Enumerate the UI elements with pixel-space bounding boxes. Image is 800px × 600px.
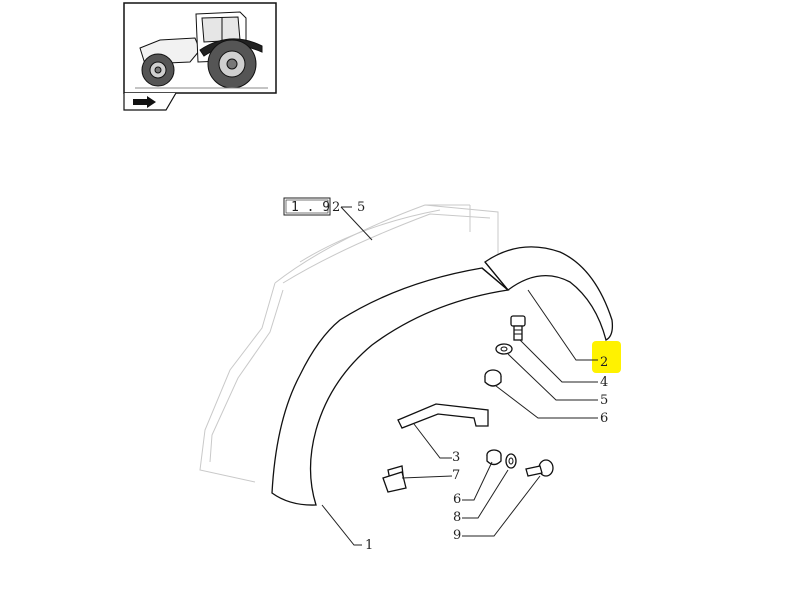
fender-background-outline — [199, 204, 499, 483]
callout-2-highlight — [592, 341, 621, 373]
arrow-flag-icon[interactable] — [133, 96, 156, 108]
callout-3[interactable]: 3 — [452, 450, 460, 465]
callout-labels: 2 4 5 6 3 7 6 8 9 1 — [365, 355, 608, 553]
spacer-6-upper[interactable] — [484, 369, 502, 387]
callout-9[interactable]: 9 — [453, 528, 461, 543]
washer-8[interactable] — [505, 453, 517, 469]
bolt-9[interactable] — [525, 459, 554, 477]
callout-4[interactable]: 4 — [600, 375, 608, 390]
bolt-4[interactable] — [510, 315, 526, 341]
thumbnail-panel[interactable] — [123, 2, 277, 111]
leader-lines — [321, 289, 598, 546]
callout-8[interactable]: 8 — [453, 510, 461, 525]
reference-suffix-5: 5 — [357, 200, 365, 215]
callout-7[interactable]: 7 — [452, 468, 460, 483]
tractor-icon — [135, 11, 268, 89]
fender-extension-part-2[interactable] — [484, 246, 614, 341]
reference-text: 1 . 9 — [291, 200, 330, 215]
callout-6-lower[interactable]: 6 — [453, 492, 461, 507]
spacer-6-lower[interactable] — [486, 449, 502, 466]
bracket-3[interactable] — [397, 403, 489, 429]
callout-2[interactable]: 2 — [600, 355, 608, 370]
callout-1[interactable]: 1 — [365, 538, 373, 553]
clip-7[interactable] — [382, 465, 407, 493]
callout-5[interactable]: 5 — [600, 393, 608, 408]
washer-5[interactable] — [495, 343, 513, 355]
callout-6-upper[interactable]: 6 — [600, 411, 608, 426]
reference-box[interactable]: 1 . 9 2 5 — [283, 197, 373, 241]
fender-part-1[interactable] — [271, 267, 510, 506]
reference-suffix-2: 2 — [332, 200, 340, 215]
